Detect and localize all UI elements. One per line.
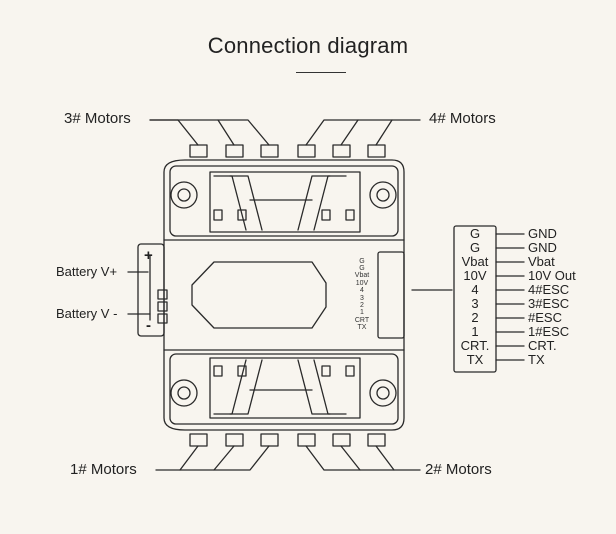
board-pin-label: TX — [357, 324, 367, 331]
battery-negative-label: Battery V - — [56, 306, 118, 321]
motor-4-label: 4# Motors — [429, 110, 496, 127]
connector-pin-label: TX — [466, 352, 484, 367]
board-pin-label: Vbat — [354, 272, 370, 279]
connector-pin-label: 10V — [463, 268, 487, 283]
connector-pin-label: 4 — [471, 282, 479, 297]
board-pin-label: 10V — [355, 280, 369, 287]
connector-signal-label: GND — [528, 240, 557, 255]
board-pin-label: 4 — [360, 287, 364, 294]
connector-signal-label: GND — [528, 226, 557, 241]
board-pin-label: 2 — [360, 302, 364, 309]
connector-signal-label: TX — [528, 352, 545, 367]
connector-pin-label: G — [469, 240, 481, 255]
connector-signal-label: Vbat — [528, 254, 555, 269]
bottom-motor-pads — [189, 433, 386, 447]
board-pin-label: CRT — [354, 317, 370, 324]
board-pin-label: G — [359, 265, 365, 272]
title-underline — [296, 72, 346, 73]
board-pin-label: G — [359, 258, 365, 265]
battery-minus-sign: - — [146, 317, 151, 334]
board-pin-label: 1 — [360, 309, 364, 316]
connector-signal-label: CRT. — [528, 338, 557, 353]
connector-pin-label: 2 — [471, 310, 479, 325]
board-pin-label: 3 — [360, 295, 364, 302]
motor-2-label: 2# Motors — [425, 461, 492, 478]
connector-signal-label: 3#ESC — [528, 296, 570, 311]
top-motor-pads — [189, 144, 386, 158]
connector-pin-label: Vbat — [461, 254, 489, 269]
battery-plus-sign: + — [144, 247, 153, 264]
battery-positive-label: Battery V+ — [56, 264, 118, 279]
connector-signal-label: 4#ESC — [528, 282, 570, 297]
motor-1-label: 1# Motors — [70, 461, 137, 478]
connector-pin-label: CRT. — [460, 338, 490, 353]
connector-pin-label: 3 — [471, 296, 479, 311]
connector-signal-label: #ESC — [528, 310, 562, 325]
motor-3-label: 3# Motors — [64, 110, 131, 127]
connector-pin-label: 1 — [471, 324, 479, 339]
diagram-title: Connection diagram — [207, 33, 409, 58]
connector-signal-label: 10V Out — [528, 268, 576, 283]
connector-signal-label: 1#ESC — [528, 324, 570, 339]
connector-pin-label: G — [469, 226, 481, 241]
connector-pin-lines — [495, 233, 525, 361]
